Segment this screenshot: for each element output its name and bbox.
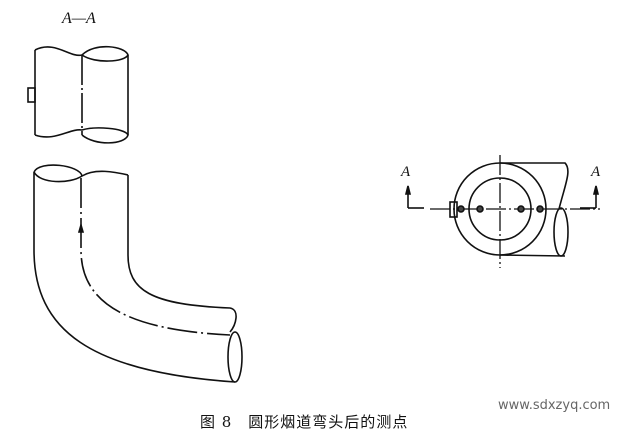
section-cylinder (27, 45, 129, 144)
cut-label-left: A (401, 164, 411, 180)
elbow-pipe (33, 164, 243, 383)
figure-caption: 图 8 圆形烟道弯头后的测点 (200, 413, 409, 431)
watermark: www.sdxzyq.com (498, 398, 611, 413)
cross-section (404, 155, 600, 268)
section-label: A—A (62, 10, 96, 27)
cut-label-right: A (591, 164, 601, 180)
